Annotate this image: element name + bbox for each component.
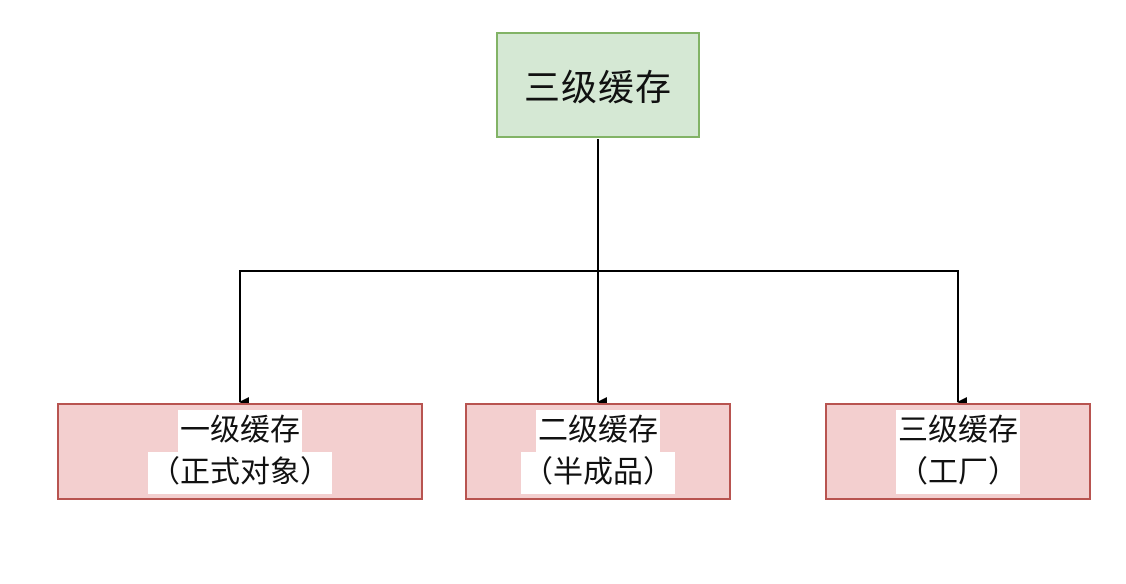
- first-level-cache-title: 一级缓存: [178, 409, 302, 452]
- third-level-cache-node: 三级缓存 （工厂）: [825, 403, 1091, 500]
- third-level-cache-subtitle: （工厂）: [896, 451, 1020, 494]
- third-level-cache-title: 三级缓存: [896, 409, 1020, 452]
- second-level-cache-subtitle: （半成品）: [521, 451, 675, 494]
- connector-root-to-child-3: [597, 139, 967, 407]
- root-node-label: 三级缓存: [523, 68, 672, 109]
- second-level-cache-node: 二级缓存 （半成品）: [465, 403, 731, 500]
- root-node: 三级缓存: [496, 32, 700, 138]
- second-level-cache-title: 二级缓存: [536, 409, 660, 452]
- first-level-cache-subtitle: （正式对象）: [148, 451, 332, 494]
- first-level-cache-node: 一级缓存 （正式对象）: [57, 403, 423, 500]
- connector-root-to-child-1: [239, 139, 599, 407]
